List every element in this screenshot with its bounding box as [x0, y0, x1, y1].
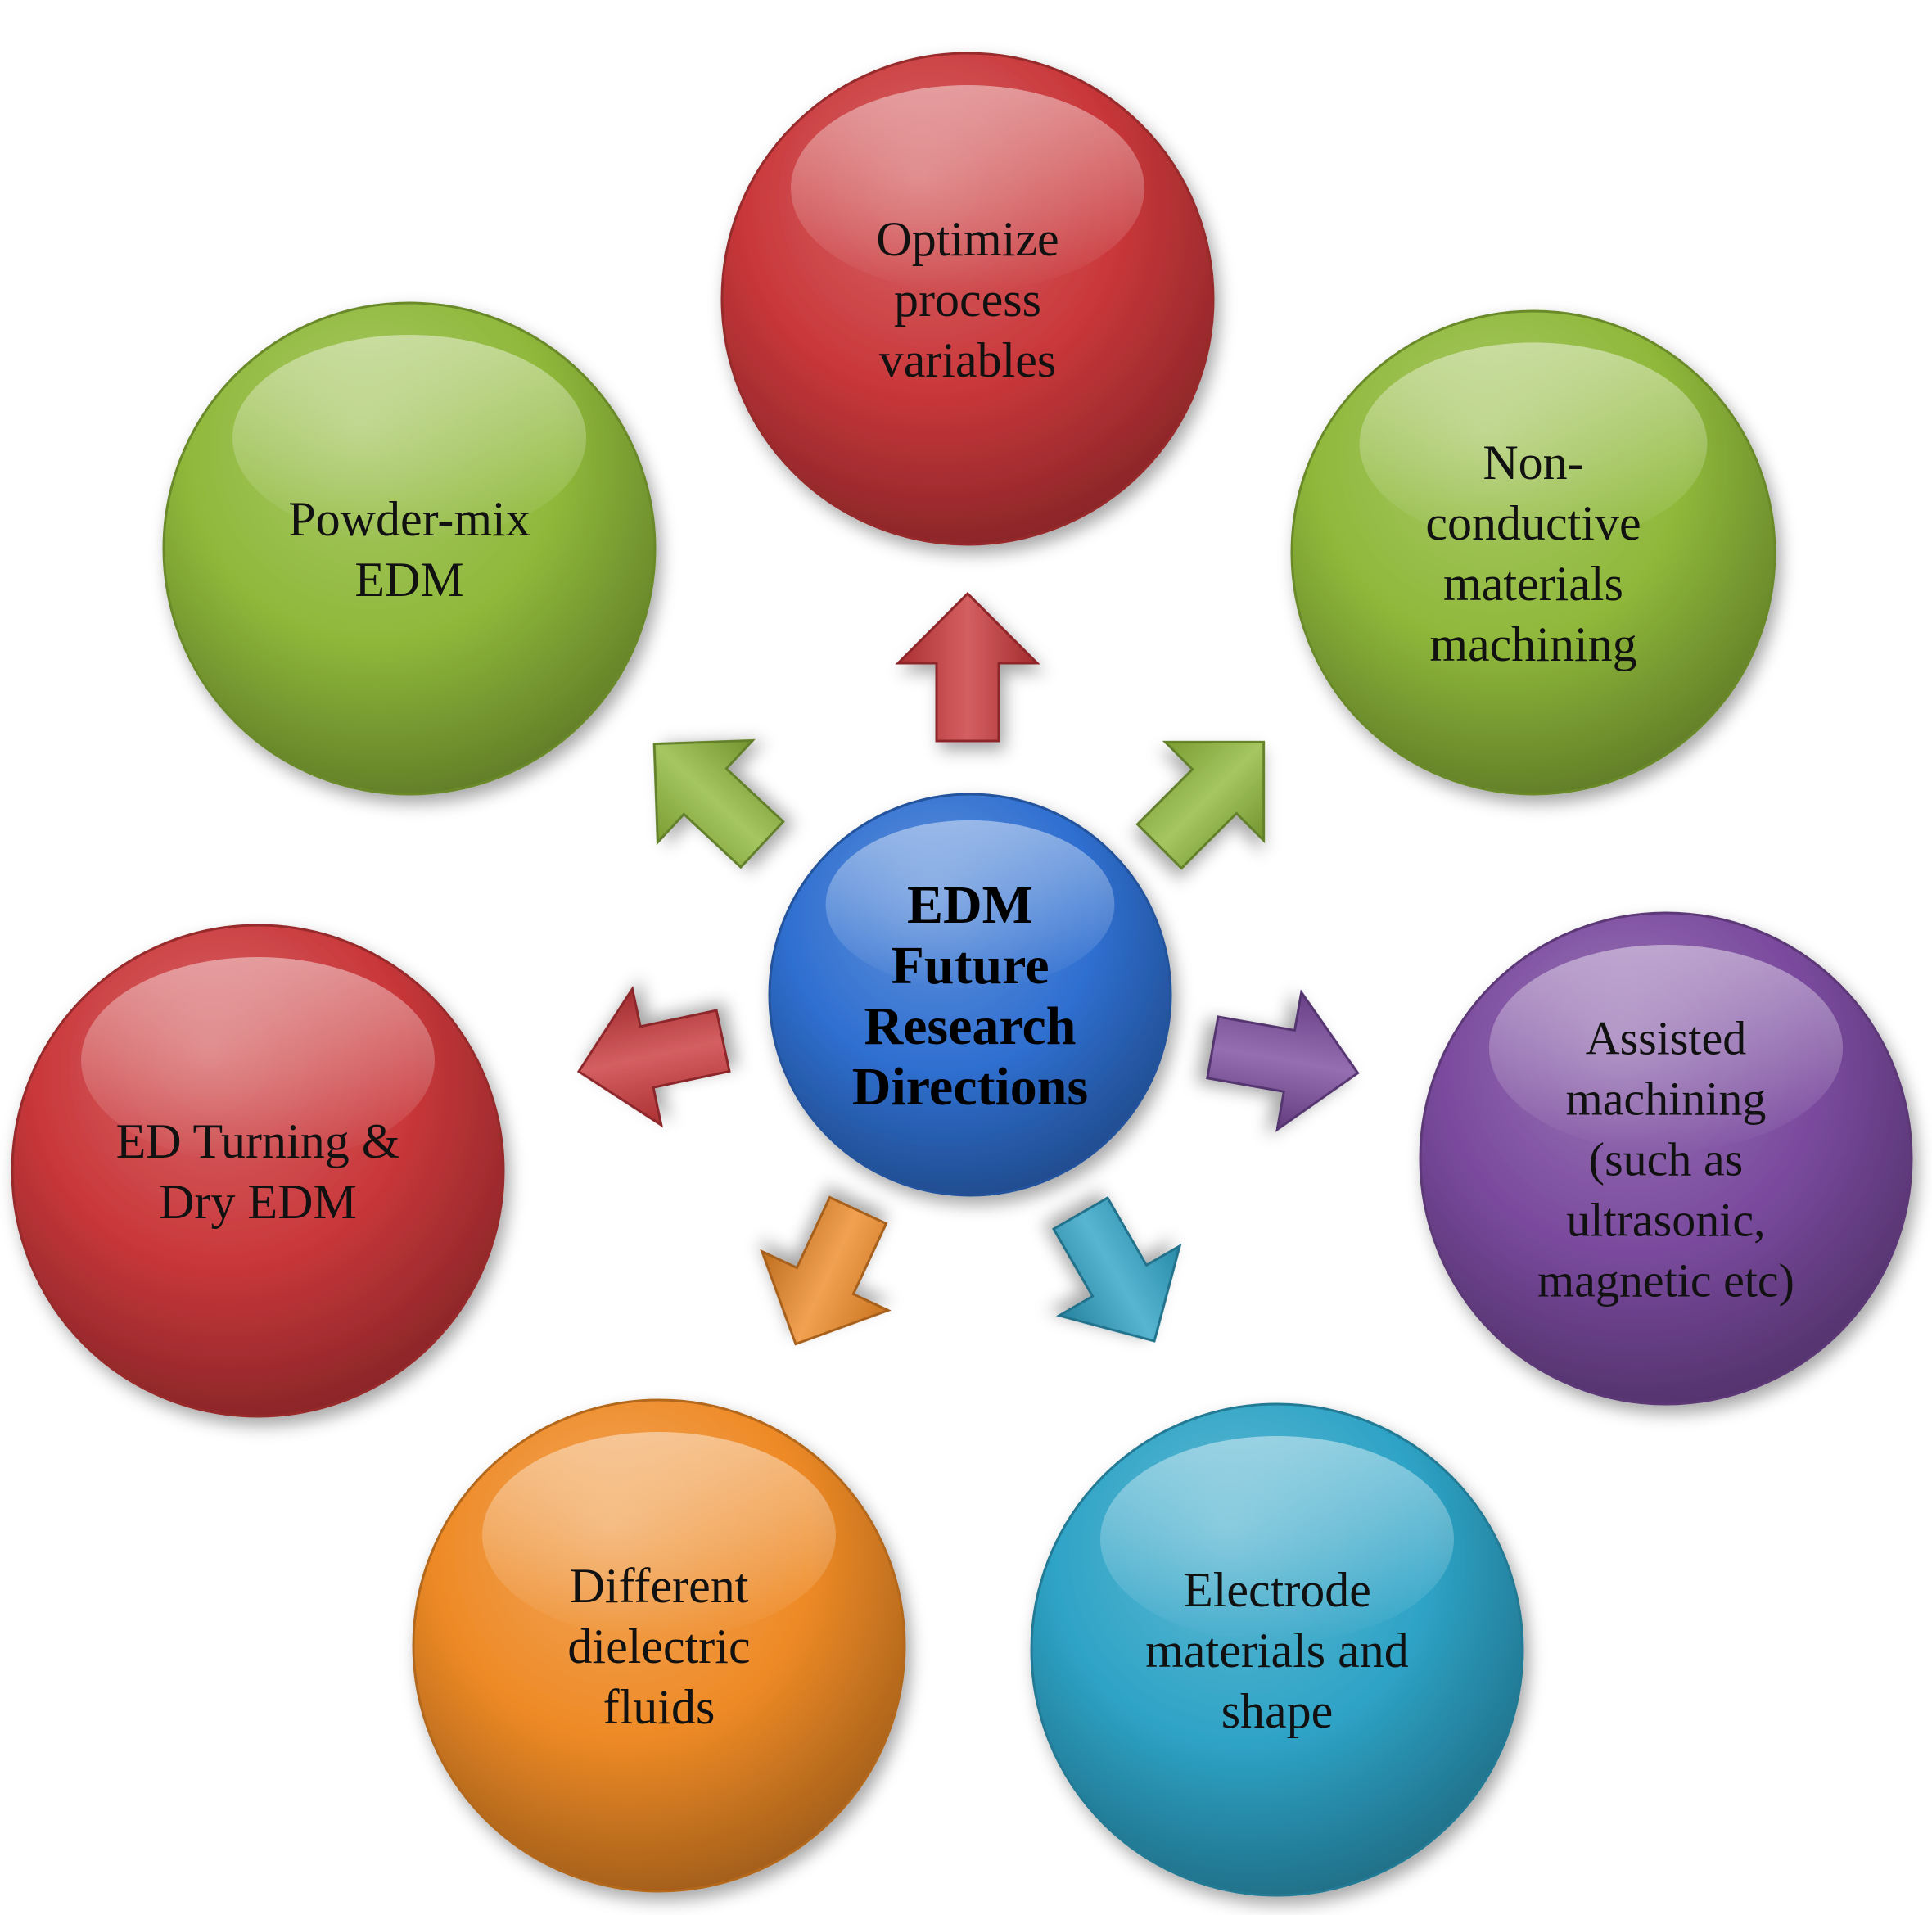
assisted-arrow: [1206, 989, 1360, 1132]
node-turning: ED Turning & Dry EDM: [11, 924, 505, 1418]
node-electrode-label-line: shape: [1221, 1684, 1334, 1738]
center-node-label-line: Directions: [852, 1057, 1088, 1117]
electrode-arrow: [1052, 1196, 1182, 1343]
center-node-label-line: Research: [864, 996, 1076, 1056]
center-node-label-line: EDM: [907, 875, 1033, 935]
node-electrode-label-line: Electrode: [1183, 1563, 1371, 1617]
nonconductive-arrow: [1135, 740, 1266, 870]
node-dielectric: Different dielectric fluids: [412, 1398, 906, 1893]
node-optimize-label-line: process: [894, 273, 1041, 327]
node-nonconductive-label-line: conductive: [1425, 496, 1641, 550]
node-optimize-highlight: [791, 85, 1144, 291]
node-electrode-highlight: [1100, 1436, 1454, 1642]
node-dielectric-highlight: [482, 1432, 836, 1638]
node-optimize: Optimize process variables: [720, 52, 1215, 546]
node-assisted-label-line: Assisted: [1586, 1011, 1747, 1064]
node-assisted-label-line: machining: [1566, 1072, 1767, 1125]
node-turning-label-line: ED Turning &: [116, 1114, 400, 1168]
node-powder-highlight: [232, 335, 586, 541]
node-assisted-label-line: (such as: [1589, 1132, 1743, 1186]
node-assisted-highlight: [1489, 945, 1843, 1151]
node-electrode: Electrode materials and shape: [1030, 1402, 1524, 1897]
node-assisted: Assisted machining (such as ultrasonic, magn…: [1419, 911, 1913, 1406]
node-powder-label-line: Powder-mix: [288, 492, 530, 546]
node-nonconductive: Non-conductive materials machining: [1290, 309, 1776, 796]
node-turning-label-line: Dry EDM: [159, 1175, 357, 1229]
node-turning-highlight: [81, 957, 435, 1163]
optimize-arrow: [895, 591, 1040, 743]
node-nonconductive-label-line: machining: [1429, 617, 1636, 671]
node-dielectric-label-line: fluids: [603, 1680, 715, 1734]
center-node-label-line: Future: [891, 936, 1049, 996]
node-assisted-label-line: ultrasonic,: [1566, 1193, 1765, 1246]
node-optimize-label-line: Optimize: [876, 212, 1059, 266]
node-assisted-label-line: magnetic etc): [1537, 1253, 1794, 1307]
center-node-highlight: [825, 820, 1115, 989]
node-electrode-label-line: materials and: [1145, 1624, 1409, 1678]
node-optimize-label-line: variables: [879, 333, 1057, 387]
node-powder-label-line: EDM: [354, 553, 463, 607]
node-dielectric-label-line: dielectric: [567, 1619, 750, 1673]
node-nonconductive-label-line: materials: [1443, 557, 1623, 611]
turning-arrow: [576, 986, 731, 1128]
powder-arrow: [652, 738, 785, 869]
node-dielectric-label-line: Different: [570, 1559, 749, 1613]
dielectric-arrow: [760, 1195, 892, 1346]
arrows-layer: [576, 591, 1360, 1346]
node-nonconductive-label-line: Non-: [1483, 436, 1583, 490]
node-nonconductive-highlight: [1359, 342, 1708, 546]
